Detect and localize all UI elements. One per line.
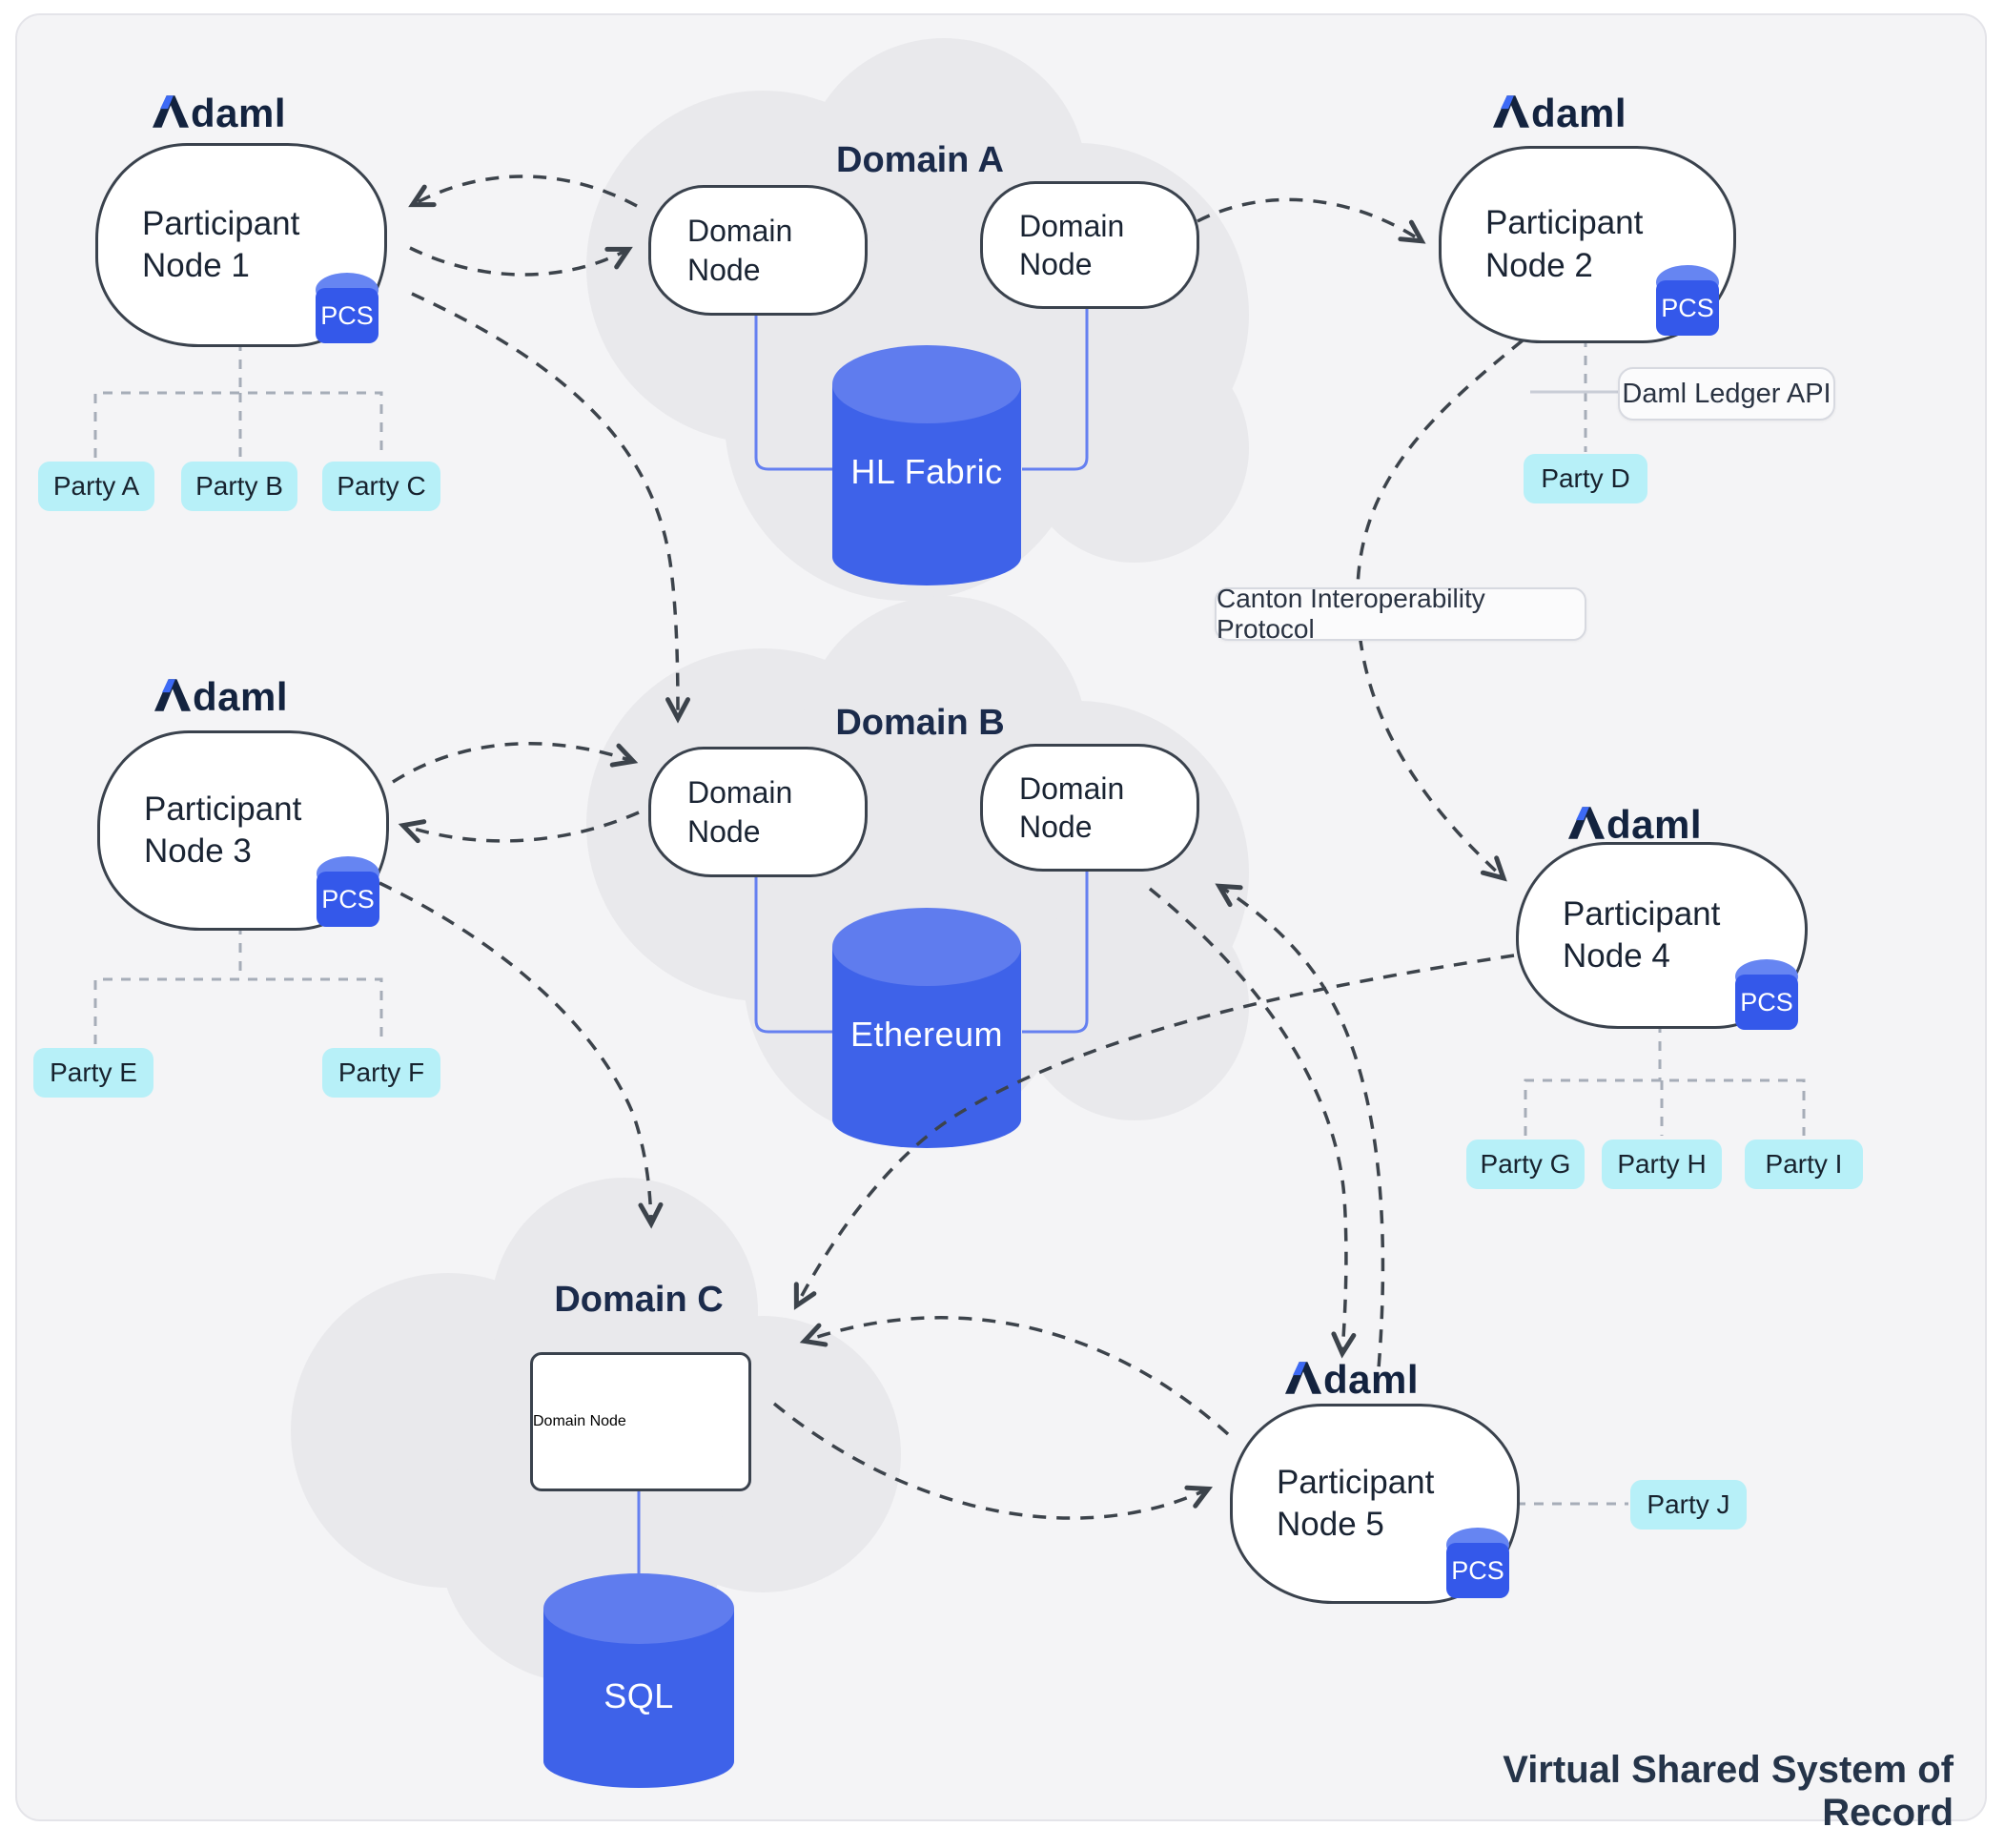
party-g-chip: Party G bbox=[1466, 1140, 1585, 1189]
domain-a-node-1: Domain Node bbox=[648, 185, 868, 316]
party-h-chip: Party H bbox=[1602, 1140, 1722, 1189]
pcs-badge-node1: PCS bbox=[316, 273, 378, 343]
daml-logo-node3: daml bbox=[154, 674, 326, 719]
daml-logo-node5: daml bbox=[1285, 1357, 1457, 1402]
pcs-label: PCS bbox=[317, 872, 379, 927]
ethereum-label: Ethereum bbox=[849, 1015, 1004, 1054]
daml-logo-icon bbox=[1568, 807, 1605, 839]
domain-b-node-2: Domain Node bbox=[980, 744, 1199, 872]
daml-logo-text: daml bbox=[1530, 91, 1627, 135]
participant-node-4-label: Participant Node 4 bbox=[1563, 894, 1721, 975]
domain-node-label: Domain Node bbox=[1019, 770, 1125, 844]
party-d-chip: Party D bbox=[1524, 454, 1647, 503]
hl-fabric-label: HL Fabric bbox=[850, 452, 1003, 491]
participant-node-5-label: Participant Node 5 bbox=[1277, 1463, 1435, 1543]
party-a-chip: Party A bbox=[38, 462, 154, 511]
daml-logo-text: daml bbox=[190, 91, 287, 135]
pcs-badge-node5: PCS bbox=[1446, 1528, 1509, 1598]
party-i-chip: Party I bbox=[1745, 1140, 1863, 1189]
party-e-chip: Party E bbox=[33, 1048, 153, 1098]
pcs-label: PCS bbox=[1446, 1543, 1509, 1598]
participant-node-2-label: Participant Node 2 bbox=[1485, 204, 1644, 284]
canton-label-text: Canton Interoperability Protocol bbox=[1217, 584, 1485, 644]
daml-logo-icon bbox=[153, 95, 189, 128]
daml-logo-node2: daml bbox=[1493, 91, 1665, 135]
party-c-chip: Party C bbox=[322, 462, 440, 511]
daml-ledger-api-label: Daml Ledger API bbox=[1618, 367, 1835, 421]
participant-node-3-label: Participant Node 3 bbox=[144, 790, 302, 870]
domain-a-node-2: Domain Node bbox=[980, 181, 1199, 309]
pcs-label: PCS bbox=[316, 288, 378, 343]
party-f-chip: Party F bbox=[322, 1048, 440, 1098]
daml-logo-node1: daml bbox=[153, 91, 324, 135]
party-b-chip: Party B bbox=[181, 462, 297, 511]
pcs-badge-node4: PCS bbox=[1735, 959, 1798, 1030]
sql-database-icon: SQL bbox=[543, 1573, 734, 1788]
daml-logo-text: daml bbox=[1322, 1357, 1420, 1402]
domain-b-title: Domain B bbox=[835, 703, 1005, 743]
domain-node-label: Domain Node bbox=[533, 1413, 626, 1429]
daml-logo-node4: daml bbox=[1568, 802, 1740, 847]
domain-a-title: Domain A bbox=[836, 140, 1004, 180]
pcs-badge-node2: PCS bbox=[1656, 265, 1719, 336]
daml-logo-icon bbox=[1285, 1362, 1321, 1394]
participant-node-1-label: Participant Node 1 bbox=[142, 204, 300, 284]
daml-logo-text: daml bbox=[192, 674, 289, 719]
pcs-label: PCS bbox=[1735, 975, 1798, 1030]
daml-logo-icon bbox=[1493, 95, 1529, 128]
domain-node-label: Domain Node bbox=[1019, 208, 1125, 281]
ethereum-database-icon: Ethereum bbox=[832, 908, 1021, 1148]
daml-ledger-api-text: Daml Ledger API bbox=[1622, 378, 1831, 409]
canton-interoperability-protocol-label: Canton Interoperability Protocol bbox=[1215, 584, 1586, 644]
domain-c-node: Domain Node bbox=[530, 1352, 751, 1491]
party-j-chip: Party J bbox=[1630, 1480, 1747, 1530]
domain-b-node-1: Domain Node bbox=[648, 747, 868, 877]
sql-label: SQL bbox=[604, 1676, 674, 1715]
footer-caption: Virtual Shared System of Record bbox=[1503, 1749, 1954, 1834]
daml-logo-text: daml bbox=[1606, 802, 1703, 847]
hl-fabric-database-icon: HL Fabric bbox=[832, 345, 1021, 585]
pcs-badge-node3: PCS bbox=[317, 856, 379, 927]
domain-node-label: Domain Node bbox=[687, 775, 793, 849]
daml-logo-icon bbox=[154, 679, 191, 711]
domain-node-label: Domain Node bbox=[687, 214, 793, 287]
pcs-label: PCS bbox=[1656, 280, 1719, 336]
domain-c-title: Domain C bbox=[554, 1280, 724, 1320]
